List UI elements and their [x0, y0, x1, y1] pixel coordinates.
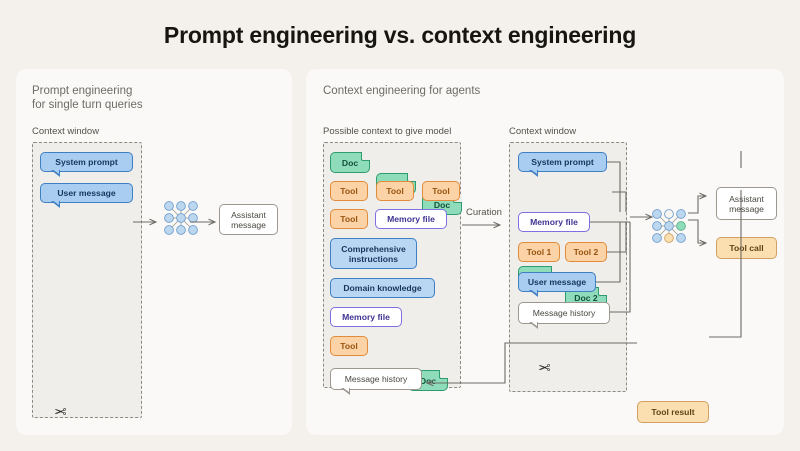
chip-tool[interactable]: Tool [330, 336, 368, 356]
bubble-tail [529, 169, 539, 177]
bubble-tail [51, 169, 61, 177]
chip-memory-file[interactable]: Memory file [375, 209, 447, 229]
chip-memory-file[interactable]: Memory file [330, 307, 402, 327]
chip-doc[interactable]: Doc [330, 152, 370, 173]
chip-label: Tool [432, 186, 450, 196]
chip-tool[interactable]: Tool [376, 181, 414, 201]
curation-label: Curation [466, 207, 502, 218]
possible-context-label: Possible context to give model [323, 126, 452, 137]
bubble-tail [341, 387, 351, 395]
left-context-window-label: Context window [32, 126, 100, 137]
chip-user-message[interactable]: User message [518, 272, 596, 297]
chip-tool-1[interactable]: Tool 1 [518, 242, 560, 262]
chip-tool[interactable]: Tool [330, 209, 368, 229]
chip-system-prompt[interactable]: System prompt [518, 152, 607, 177]
scissors-icon: ✂ [538, 360, 551, 377]
box-label: Assistant message [231, 209, 266, 230]
neural-net-icon [160, 197, 202, 244]
chip-tool[interactable]: Tool [330, 181, 368, 201]
chip-label: Doc 2 [574, 292, 598, 303]
chip-user-message[interactable]: User message [40, 183, 133, 208]
chip-label: User message [57, 188, 116, 198]
box-tool-result[interactable]: Tool result [637, 401, 709, 423]
chip-label: System prompt [55, 157, 118, 167]
chip-label: Doc [433, 199, 451, 210]
panel-right-title: Context engineering for agents [323, 85, 481, 97]
chip-label: Message history [532, 308, 596, 318]
chip-message-history[interactable]: Message history [330, 368, 422, 395]
chip-domain-knowledge[interactable]: Domain knowledge [330, 278, 435, 298]
chip-label: Domain knowledge [343, 283, 422, 293]
panel-context-engineering: Context engineering for agents Possible … [306, 69, 784, 435]
chip-label: Doc [341, 157, 359, 168]
chip-label: Memory file [387, 214, 435, 224]
doc-fold-icon [598, 287, 607, 296]
box-assistant-message[interactable]: Assistant message [716, 187, 777, 220]
chip-label: Tool [386, 186, 404, 196]
chip-label: Tool 1 [526, 247, 552, 257]
bubble-tail [529, 321, 539, 329]
box-label: Tool result [651, 407, 695, 417]
panel-left-title: Prompt engineering for single turn queri… [32, 85, 143, 111]
chip-label: Tool 2 [573, 247, 599, 257]
chip-label: Tool [340, 214, 358, 224]
chip-label: User message [527, 277, 587, 287]
chip-tool-2[interactable]: Tool 2 [565, 242, 607, 262]
neural-net-icon [648, 205, 690, 252]
chip-label: System prompt [531, 157, 594, 167]
chip-system-prompt[interactable]: System prompt [40, 152, 133, 177]
page-title: Prompt engineering vs. context engineeri… [163, 22, 637, 48]
chip-message-history[interactable]: Message history [518, 302, 610, 329]
doc-fold-icon [439, 370, 448, 379]
chip-tool[interactable]: Tool [422, 181, 460, 201]
chip-comprehensive-instructions[interactable]: Comprehensive instructions [330, 238, 417, 269]
chip-label: Message history [344, 374, 408, 384]
box-label: Tool call [729, 243, 764, 253]
doc-fold-icon [361, 152, 370, 161]
box-label: Assistant message [729, 193, 764, 214]
box-assistant-message[interactable]: Assistant message [219, 204, 278, 235]
chip-label: Tool [340, 341, 358, 351]
chip-label: Comprehensive instructions [341, 243, 406, 264]
chip-label: Memory file [530, 217, 578, 227]
right-context-window-label: Context window [509, 126, 577, 137]
bubble-tail [51, 200, 61, 208]
bubble-tail [529, 289, 539, 297]
scissors-icon: ✂ [54, 404, 67, 421]
chip-label: Doc [419, 375, 437, 386]
box-tool-call[interactable]: Tool call [716, 237, 777, 259]
chip-memory-file[interactable]: Memory file [518, 212, 590, 232]
chip-label: Memory file [342, 312, 390, 322]
panel-prompt-engineering: Prompt engineering for single turn queri… [16, 69, 292, 435]
chip-label: Tool [340, 186, 358, 196]
